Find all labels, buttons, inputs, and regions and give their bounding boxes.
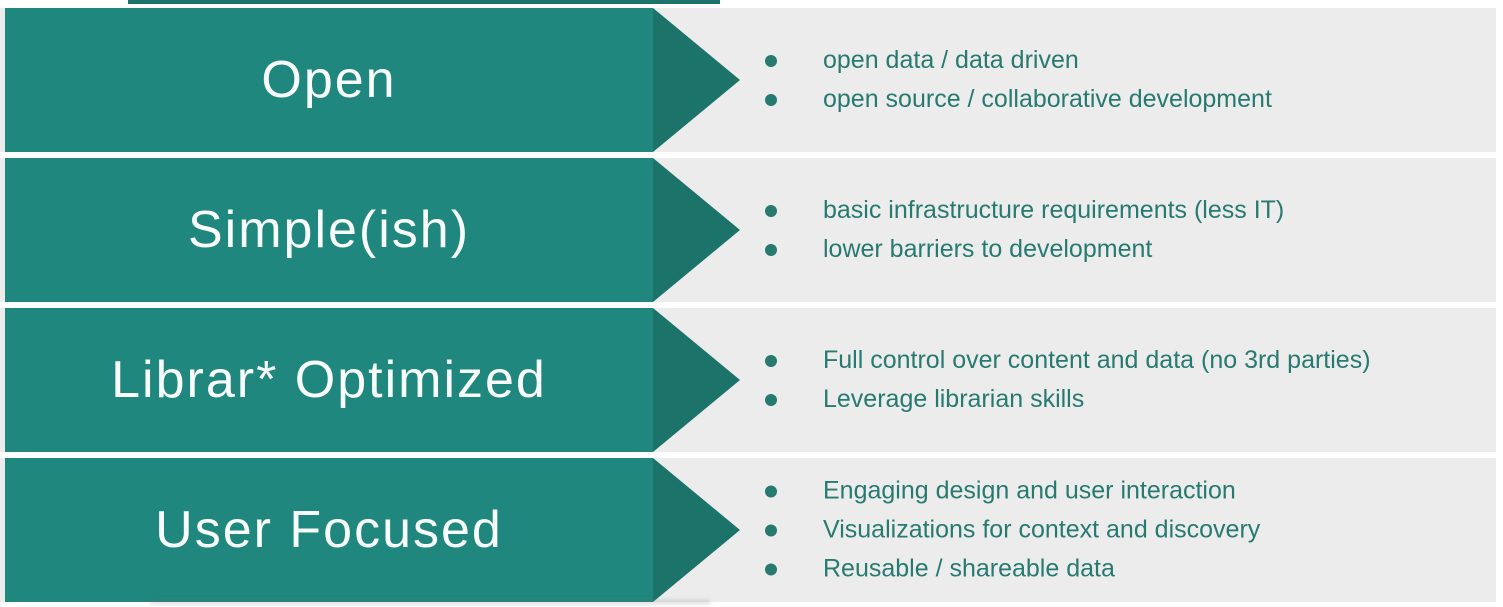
bullet-text: open source / collaborative development [823,85,1272,113]
bullet-dot-icon [765,93,777,106]
arrow-banner: User Focused [5,458,653,602]
bullet-text: lower barriers to development [823,235,1153,263]
bullet-text: Leverage librarian skills [823,385,1085,413]
bullet-item: basic infrastructure requirements (less … [765,191,1284,230]
cropped-arrow-edge [128,0,720,4]
arrow-drop-shadow [150,600,710,604]
bullet-text: basic infrastructure requirements (less … [823,196,1285,224]
bullet-item: Reusable / shareable data [765,550,1260,589]
bullet-dot-icon [765,524,777,536]
arrow-label: Open [261,51,397,109]
bullet-dot-icon [765,485,777,497]
bullet-item: Leverage librarian skills [765,380,1371,419]
bullet-list: basic infrastructure requirements (less … [765,191,1284,269]
bullet-dot-icon [765,393,777,406]
bullet-list: Full control over content and data (no 3… [765,341,1371,419]
arrow-row: Open open data / data driven open source… [0,8,1496,152]
arrow-label: Simple(ish) [187,201,471,259]
bullet-item: Visualizations for context and discovery [765,511,1260,550]
bullet-text: open data / data driven [823,46,1079,74]
bullet-dot-icon [765,204,777,217]
arrow-head-icon [653,308,740,452]
arrow-row: Librar* Optimized Full control over cont… [0,308,1496,452]
bullet-dot-icon [765,563,777,575]
bullet-item: Full control over content and data (no 3… [765,341,1371,380]
arrow-list: Open open data / data driven open source… [0,8,1503,602]
arrow-head-icon [653,8,740,152]
arrow-head-icon [653,458,740,602]
bullet-item: open source / collaborative development [765,80,1272,119]
arrow-label: Librar* Optimized [111,351,547,409]
bullet-item: open data / data driven [765,41,1272,80]
bullet-dot-icon [765,54,777,67]
arrow-row: User Focused Engaging design and user in… [0,458,1496,602]
bullet-dot-icon [765,243,777,256]
bullet-list: open data / data driven open source / co… [765,41,1272,119]
arrow-label: User Focused [155,501,503,559]
bullet-item: Engaging design and user interaction [765,472,1260,511]
bullet-text: Reusable / shareable data [823,554,1115,583]
bullet-text: Visualizations for context and discovery [823,515,1261,544]
slide-right-margin [1496,0,1503,607]
arrow-banner: Simple(ish) [5,158,653,302]
arrow-head-icon [653,158,740,302]
arrow-banner: Open [5,8,653,152]
bullet-list: Engaging design and user interaction Vis… [765,472,1260,589]
bullet-text: Full control over content and data (no 3… [823,346,1371,374]
arrow-row: Simple(ish) basic infrastructure require… [0,158,1496,302]
arrow-banner: Librar* Optimized [5,308,653,452]
bullet-dot-icon [765,354,777,367]
bullet-item: lower barriers to development [765,230,1284,269]
bullet-text: Engaging design and user interaction [823,476,1236,505]
